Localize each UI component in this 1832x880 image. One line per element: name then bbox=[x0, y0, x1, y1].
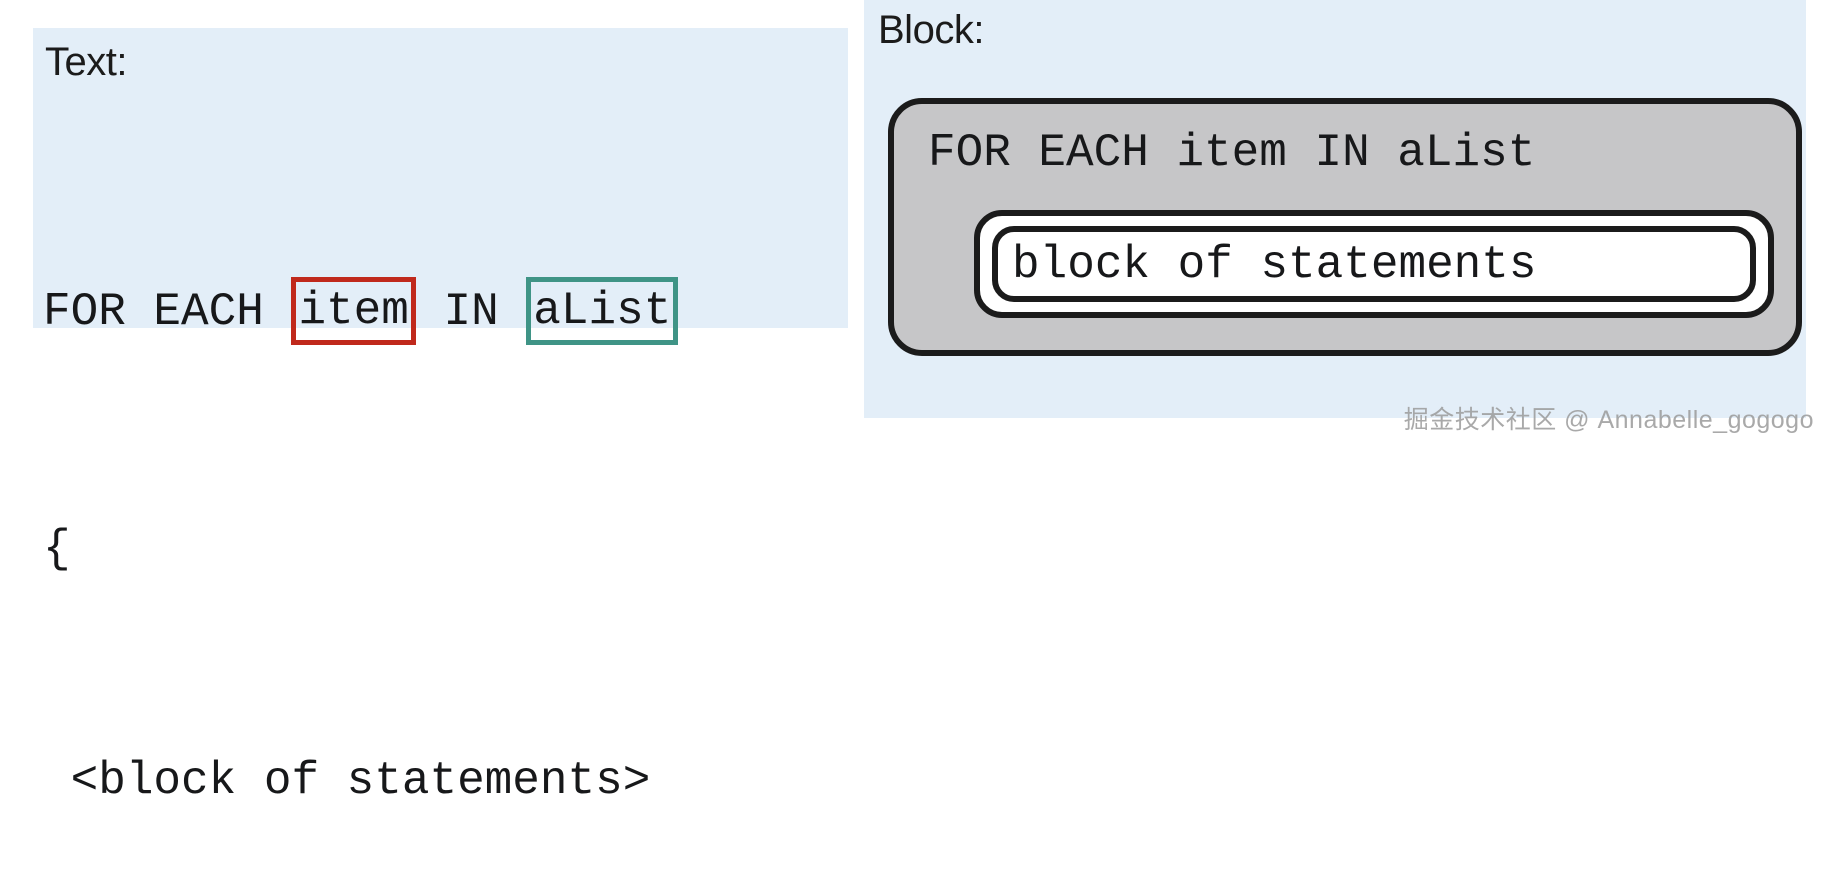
pseudocode-text-block: FOR EACH item IN aList { <block of state… bbox=[43, 104, 679, 880]
statements-block: block of statements bbox=[992, 226, 1756, 302]
text-representation-panel: Text: FOR EACH item IN aList { <block of… bbox=[33, 28, 848, 807]
list-variable-highlight: aList bbox=[526, 277, 679, 345]
code-keyword-for-each: FOR EACH bbox=[43, 286, 292, 338]
statements-block-text: block of statements bbox=[1012, 239, 1537, 291]
loop-variable-highlight: item bbox=[291, 277, 416, 345]
watermark: 掘金技术社区 @ Annabelle_gogogo bbox=[1403, 406, 1814, 434]
nested-block-shell: block of statements bbox=[974, 210, 1774, 318]
for-each-loop-block: FOR EACH item IN aList block of statemen… bbox=[888, 98, 1802, 356]
text-panel-label: Text: bbox=[45, 40, 127, 84]
code-keyword-in: IN bbox=[415, 286, 527, 338]
for-each-block-header-text: FOR EACH item IN aList bbox=[928, 127, 1536, 179]
block-representation-panel: Block: FOR EACH item IN aList block of s… bbox=[864, 0, 1806, 418]
code-line-3-block-placeholder: <block of statements> bbox=[43, 755, 651, 807]
code-line-1: FOR EACH item IN aList bbox=[43, 277, 679, 346]
block-panel-label: Block: bbox=[878, 8, 984, 52]
code-line-2-open-brace: { bbox=[43, 523, 71, 575]
